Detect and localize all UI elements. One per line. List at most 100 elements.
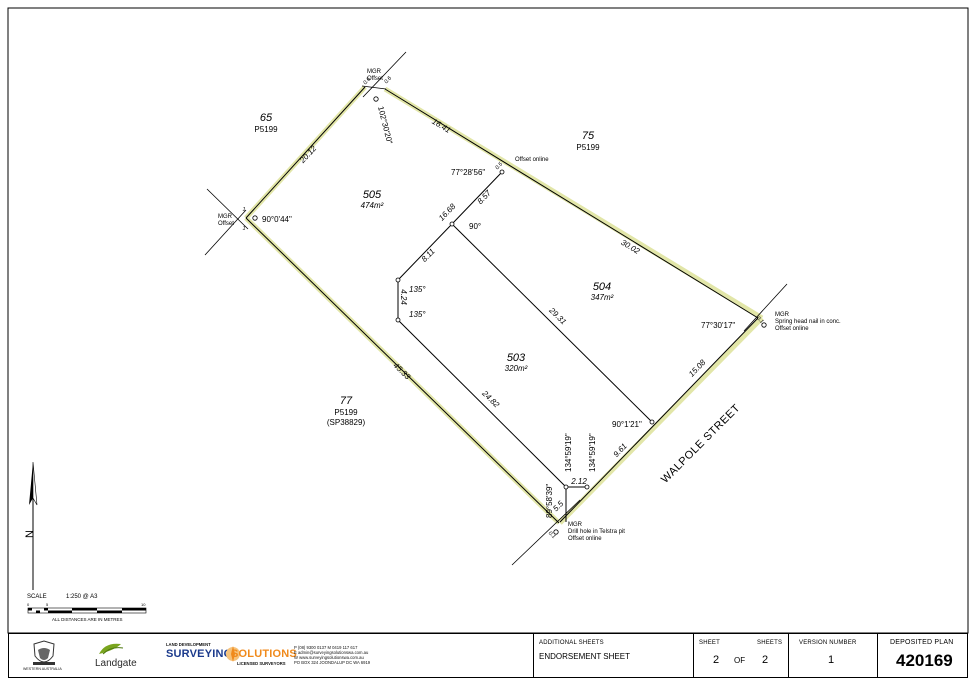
lot-505-number: 505	[363, 189, 382, 201]
sheets-number: 2	[762, 654, 769, 666]
lot-75-number: 75	[582, 130, 595, 142]
peg-marker	[563, 484, 569, 490]
contact-web: W www.surveyingsolutionswa.com.au	[294, 655, 364, 660]
deposited-plan-label: DEPOSITED PLAN	[890, 639, 954, 646]
ss-name-part1: SURVEYING	[166, 648, 233, 660]
peg-marker	[649, 419, 655, 425]
lot-505-area: 474m²	[361, 201, 384, 210]
offset-label: 0.1	[755, 315, 765, 325]
lot-503-number: 503	[507, 352, 526, 364]
lot-65-number: 65	[260, 112, 273, 124]
scale-tick-10: 10	[141, 602, 146, 607]
angle-label: 102°30'20"	[376, 105, 394, 145]
additional-sheets-cell: ADDITIONAL SHEETS ENDORSEMENT SHEET	[533, 634, 693, 677]
lot-77-number: 77	[340, 395, 353, 407]
lot-labels: 65 P5199 75 P5199 505 474m² 504 347m² 50…	[254, 112, 613, 427]
sheet-cell: SHEET SHEETS 2 OF 2	[693, 634, 788, 677]
scale-tick-0: 0	[27, 602, 30, 607]
scale-ratio: 1:250 @ A3	[66, 594, 98, 600]
dimension-labels: 20.12 16.41 30.02 15.08 9.61 5.5 45.33 8…	[297, 117, 707, 514]
ss-subtitle: LICENSED SURVEYORS	[237, 661, 286, 666]
dim-label: 24.82	[480, 388, 502, 409]
mgr-notes: MGR Offset MGR Offset Offset online MGR …	[218, 69, 841, 542]
angle-label: 90°1'21"	[612, 420, 642, 429]
wa-caption: WESTERN AUSTRALIA	[23, 667, 62, 671]
lot-boundaries	[245, 86, 759, 524]
lot-504-number: 504	[593, 281, 611, 293]
scale-tick-5: 5	[46, 602, 49, 607]
dim-label: 2.12	[570, 477, 587, 486]
offset-online-note: Offset online	[515, 157, 549, 163]
ss-tagline: LAND DEVELOPMENT	[166, 642, 211, 647]
mgr-bottom-note: Drill hole in Telstra pit	[568, 529, 625, 535]
dim-label: 16.41	[430, 117, 452, 135]
lot-77-plan-secondary: (SP38829)	[327, 418, 366, 427]
angle-label: 89°58'39"	[545, 484, 554, 518]
offset-label: 1	[242, 226, 245, 232]
landgate-logo-text: Landgate	[95, 658, 137, 669]
offset-label: 0.6	[362, 76, 372, 86]
dim-label: 8.57	[476, 188, 494, 206]
extension-lines	[204, 51, 788, 566]
sheet-label: SHEET	[699, 640, 721, 646]
additional-sheets-label: ADDITIONAL SHEETS	[539, 640, 604, 646]
mgr-right-label: MGR	[775, 312, 790, 318]
angle-label: 134°59'19"	[564, 433, 573, 472]
landgate-leaf-icon	[99, 643, 124, 655]
mgr-right-marker	[761, 322, 767, 328]
lot-77-plan: P5199	[334, 408, 358, 417]
sheets-label: SHEETS	[757, 640, 783, 646]
mgr-left-marker	[252, 215, 258, 221]
mgr-bottom-label: MGR	[568, 522, 583, 528]
sheet-number: 2	[713, 654, 720, 666]
mgr-markers	[252, 96, 767, 535]
angle-label: 90°0'44"	[262, 215, 292, 224]
dim-label: 29.31	[547, 305, 568, 326]
dim-label: 4.24	[399, 289, 408, 305]
mgr-bottom-note-2: Offset online	[568, 536, 602, 542]
ss-compass-icon	[226, 646, 240, 662]
sheet-of: OF	[734, 656, 746, 665]
deposited-plan-number: 420169	[896, 651, 953, 670]
peg-marker	[584, 484, 590, 490]
lot-65-plan: P5199	[254, 125, 278, 134]
wa-crest-icon	[33, 640, 55, 665]
offset-figures: 0.6 0.6 0.5 0.1 0.1 1 1	[242, 75, 764, 540]
angle-label: 90°	[469, 222, 481, 231]
mgr-right-note: Spring head nail in conc.	[775, 319, 841, 325]
version-label: VERSION NUMBER	[799, 640, 857, 646]
mgr-top-note: Offset	[367, 76, 383, 82]
version-cell: VERSION NUMBER 1	[788, 634, 877, 677]
additional-sheets-value: ENDORSEMENT SHEET	[539, 652, 630, 661]
lot-75-plan: P5199	[576, 143, 600, 152]
contact-phone: P (08) 9300 0137 M 0419 117 617	[294, 645, 358, 650]
offset-label: 0.5	[494, 161, 504, 171]
angle-label: 77°30'17"	[701, 321, 735, 330]
offset-label: 1	[242, 207, 245, 213]
deposited-plan-cell: DEPOSITED PLAN 420169	[877, 634, 967, 677]
dim-label: 20.12	[297, 144, 318, 166]
mgr-right-note-2: Offset online	[775, 326, 809, 332]
version-number: 1	[828, 654, 835, 666]
contact-email: E admin@surveyingsolutionswa.com.au	[294, 650, 369, 655]
angle-label: 135°	[409, 285, 426, 294]
mgr-top-label: MGR	[367, 69, 382, 75]
lot-503-area: 320m²	[505, 364, 528, 373]
scale-bar: SCALE 1:250 @ A3 0 5 10 ALL DISTANCES AR…	[27, 594, 147, 622]
north-arrow: N	[24, 461, 38, 590]
angle-label: 77°28'56"	[451, 168, 485, 177]
mgr-left-label: MGR	[218, 214, 233, 220]
north-label: N	[24, 530, 36, 538]
contact-po: PO BOX 324 JOONDALUP DC WA 6919	[294, 660, 371, 665]
offset-label: 0.6	[383, 75, 393, 85]
dim-label: 8.11	[420, 247, 437, 264]
peg-marker	[499, 169, 505, 175]
peg-marker	[395, 317, 401, 323]
lot-504-area: 347m²	[591, 293, 614, 302]
mgr-left-note: Offset	[218, 221, 234, 227]
angle-label: 135°	[409, 310, 426, 319]
dim-label: 16.68	[437, 202, 458, 223]
scale-label: SCALE	[27, 594, 47, 600]
